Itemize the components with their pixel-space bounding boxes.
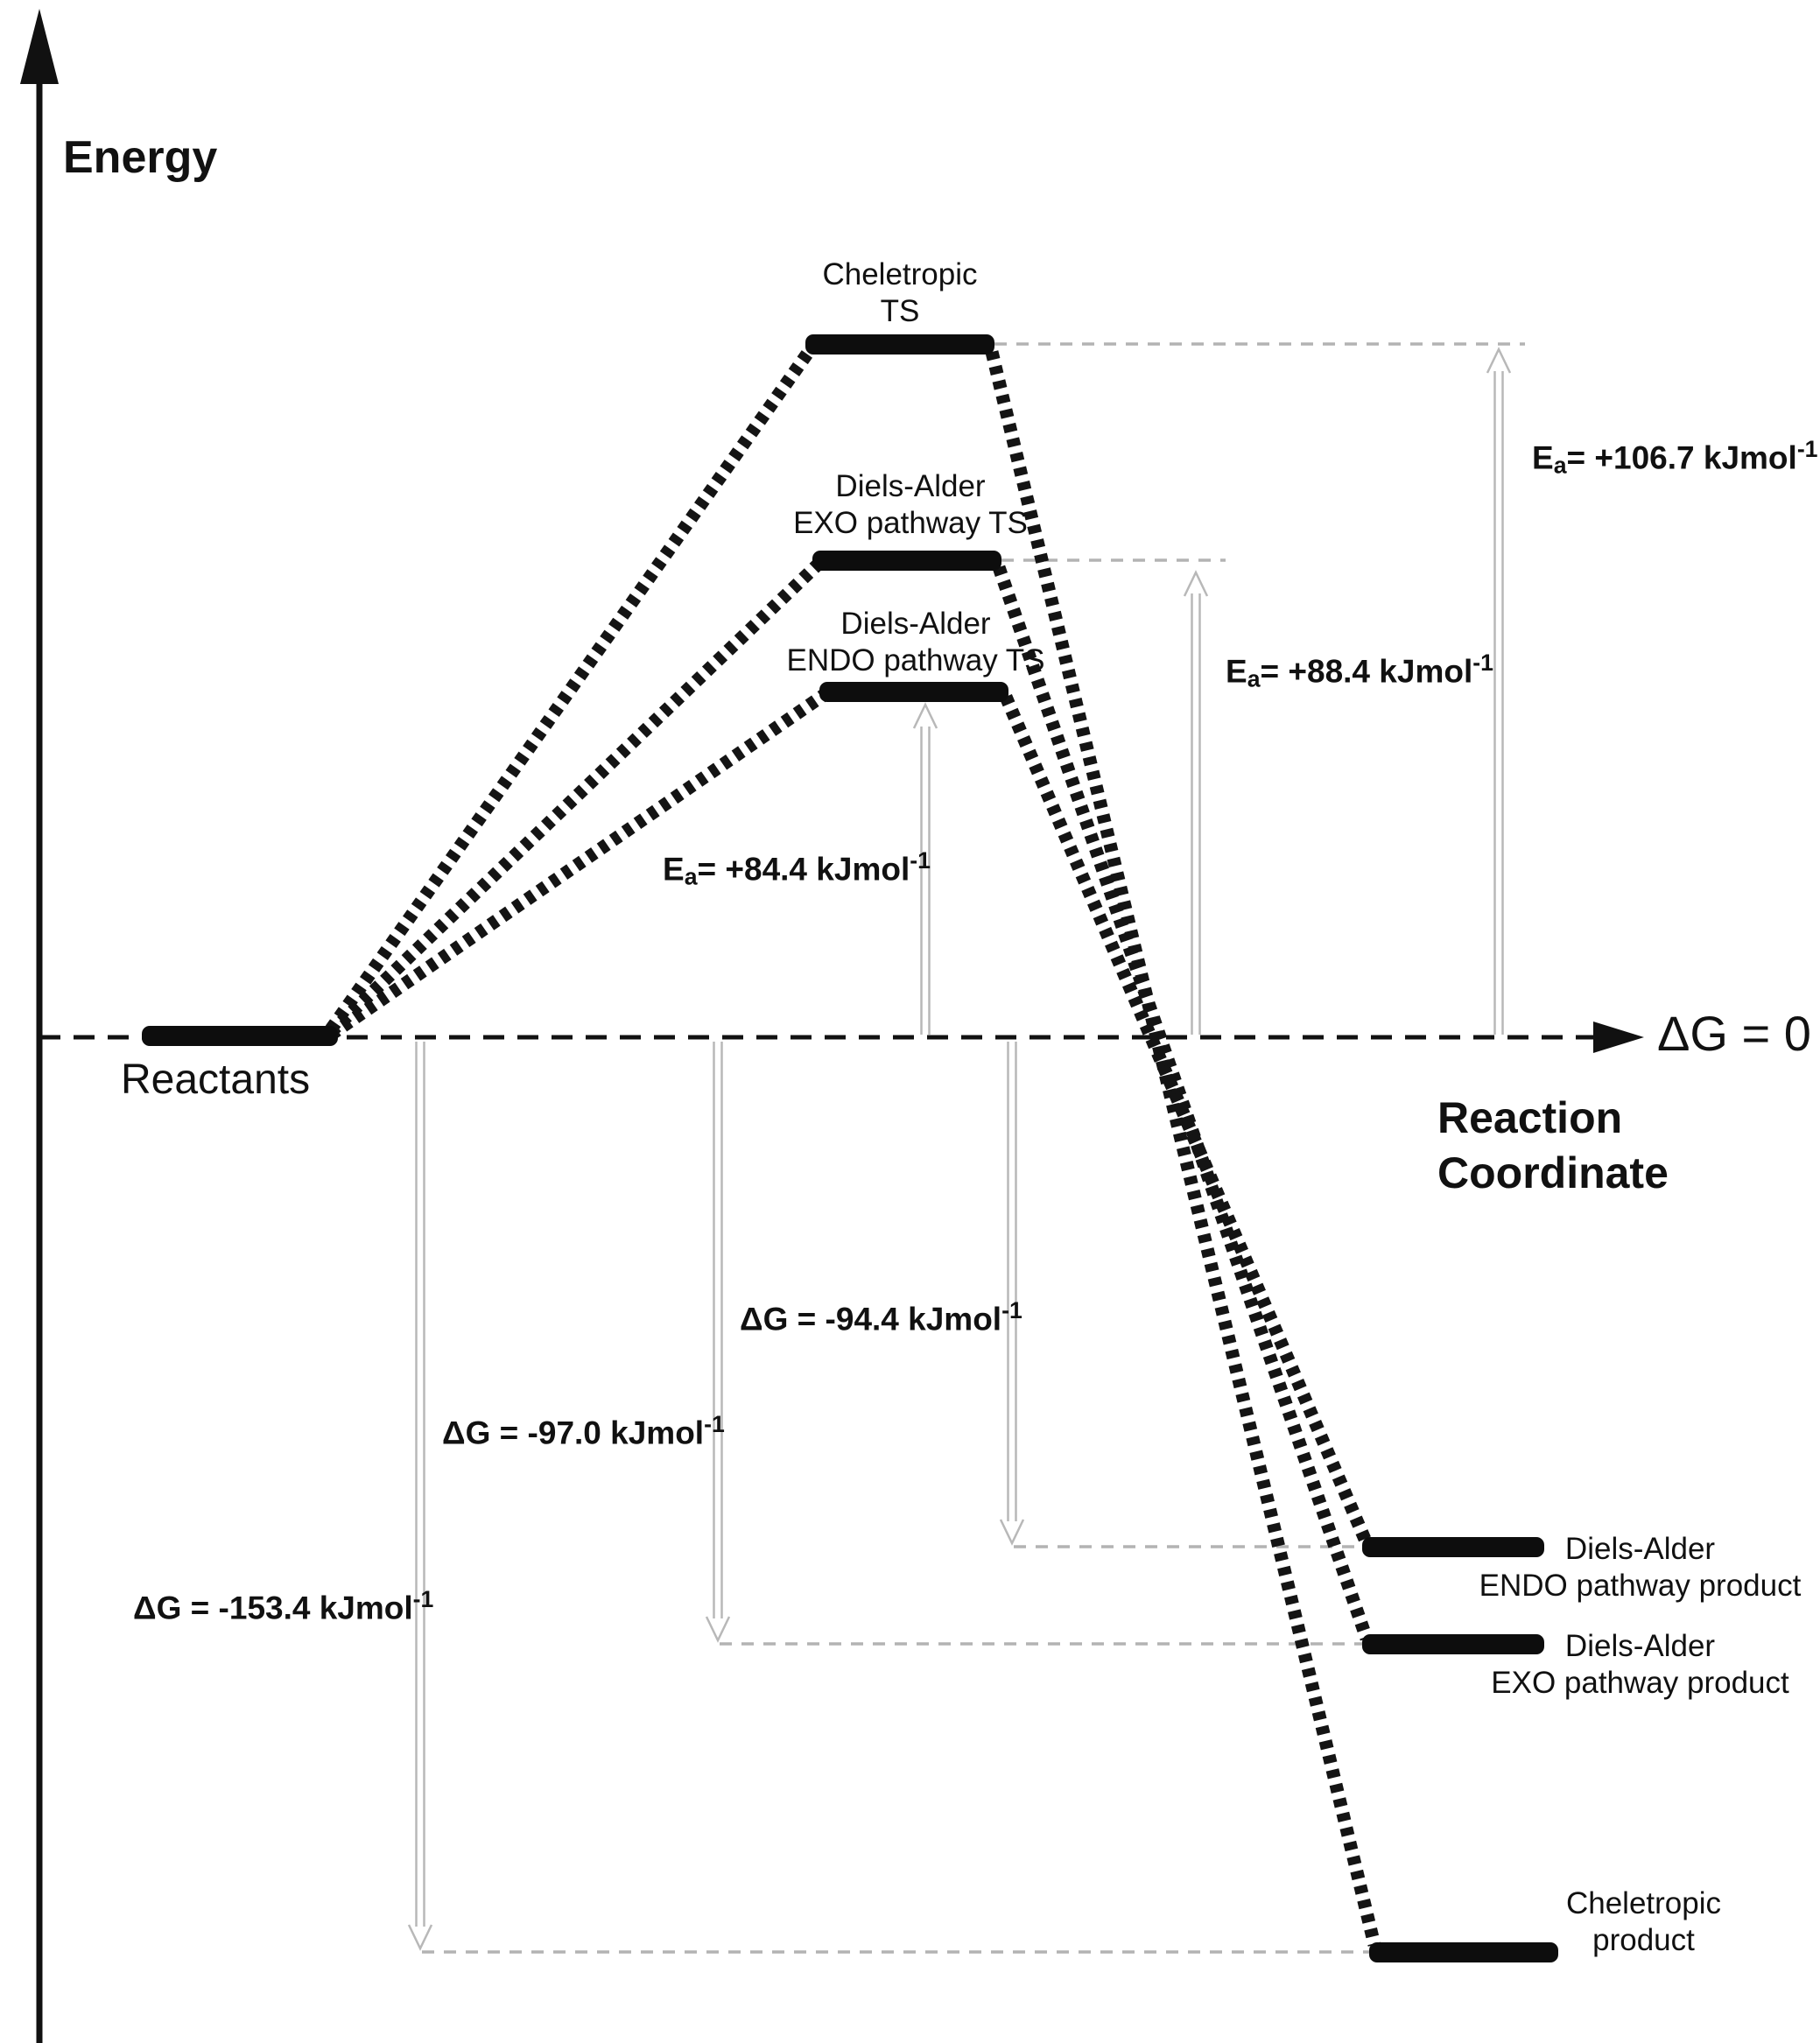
endo-product-label: Diels-Alder ENDO pathway product <box>1464 1531 1816 1604</box>
exo-ts-level-bar <box>812 551 1001 571</box>
connector-exo-ts-to-product <box>992 565 1374 1641</box>
ea-endo-body: = +84.4 kJmol <box>697 851 910 888</box>
cheletropic-product-label-line2: product <box>1592 1923 1695 1957</box>
exo-product-level-bar <box>1362 1634 1544 1654</box>
reaction-coordinate-label: Reaction Coordinate <box>1437 1091 1669 1201</box>
ea-exo-label: Ea= +88.4 kJmol-1 <box>1226 649 1493 693</box>
ea-exo-arrow <box>1183 570 1209 1035</box>
dg-endo-label: ΔG = -94.4 kJmol-1 <box>740 1297 1022 1337</box>
exo-product-label-line2: EXO pathway product <box>1491 1666 1789 1700</box>
endo-ts-label-line2: ENDO pathway TS <box>786 643 1045 677</box>
exo-ts-label-line1: Diels-Alder <box>835 469 986 503</box>
connector-reactants-to-cheletropic-ts <box>325 346 816 1034</box>
dg-exo-body: ΔG = -97.0 kJmol <box>442 1415 705 1451</box>
energy-axis <box>20 9 59 2043</box>
ea-endo-label: Ea= +84.4 kJmol-1 <box>663 847 931 891</box>
dg-exo-label: ΔG = -97.0 kJmol-1 <box>442 1411 725 1451</box>
dg-exo-superscript: -1 <box>704 1411 725 1437</box>
exo-product-label-line1: Diels-Alder <box>1564 1629 1716 1663</box>
dg-cheletropic-superscript: -1 <box>412 1586 434 1612</box>
energy-axis-label: Energy <box>63 132 218 183</box>
cheletropic-product-label-line1: Cheletropic <box>1565 1886 1722 1920</box>
cheletropic-ts-label-line2: TS <box>880 294 920 328</box>
dg-cheletropic-label: ΔG = -153.4 kJmol-1 <box>133 1586 433 1626</box>
ea-exo-prefix: E <box>1226 653 1247 690</box>
cheletropic-product-level-bar <box>1369 1942 1558 1962</box>
reaction-coordinate-line2: Coordinate <box>1437 1148 1669 1197</box>
reactants-level-bar <box>142 1026 338 1046</box>
endo-product-label-line1: Diels-Alder <box>1564 1532 1716 1566</box>
cheletropic-product-label: Cheletropic product <box>1471 1885 1816 1959</box>
ea-endo-arrow <box>912 702 938 1035</box>
endo-ts-level-bar <box>819 682 1008 702</box>
endo-ts-label: Diels-Alder ENDO pathway TS <box>741 606 1091 679</box>
connector-endo-ts-to-product <box>1000 694 1373 1546</box>
energy-levels <box>142 334 1558 1962</box>
delta-g-zero-label: ΔG = 0 <box>1657 1006 1811 1061</box>
ea-cheletropic-body: = +106.7 kJmol <box>1566 439 1797 476</box>
ea-endo-superscript: -1 <box>910 847 931 874</box>
ea-cheletropic-prefix: E <box>1532 439 1554 476</box>
ea-exo-superscript: -1 <box>1472 649 1493 676</box>
dg-endo-body: ΔG = -94.4 kJmol <box>740 1301 1002 1337</box>
ea-exo-subscript: a <box>1247 665 1261 692</box>
ea-endo-subscript: a <box>684 863 698 890</box>
exo-ts-label-line2: EXO pathway TS <box>793 506 1028 540</box>
endo-product-level-bar <box>1362 1537 1544 1557</box>
ea-cheletropic-arrow <box>1486 347 1512 1035</box>
endo-ts-label-line1: Diels-Alder <box>840 607 991 641</box>
energy-axis-arrowhead-icon <box>20 9 59 84</box>
cheletropic-ts-label-line1: Cheletropic <box>822 257 978 291</box>
dg-endo-superscript: -1 <box>1001 1297 1022 1323</box>
dg-endo-arrow <box>999 1042 1025 1546</box>
reaction-coordinate-line1: Reaction <box>1437 1093 1623 1142</box>
guide-lines <box>422 342 1525 1954</box>
connector-cheletropic-ts-to-product <box>985 350 1381 1947</box>
ea-exo-body: = +88.4 kJmol <box>1260 653 1473 690</box>
cheletropic-ts-level-bar <box>805 334 994 355</box>
dg-exo-arrow <box>705 1042 731 1643</box>
ea-cheletropic-label: Ea= +106.7 kJmol-1 <box>1532 436 1818 480</box>
cheletropic-ts-label: Cheletropic TS <box>725 256 1075 330</box>
ea-cheletropic-superscript: -1 <box>1796 436 1818 462</box>
endo-product-label-line2: ENDO pathway product <box>1479 1569 1802 1603</box>
baseline-arrowhead-icon <box>1593 1022 1644 1053</box>
dg-cheletropic-body: ΔG = -153.4 kJmol <box>133 1590 413 1626</box>
exo-ts-label: Diels-Alder EXO pathway TS <box>735 468 1086 542</box>
exo-product-label: Diels-Alder EXO pathway product <box>1464 1628 1816 1702</box>
reactants-label: Reactants <box>121 1057 311 1103</box>
reaction-path-connectors <box>325 346 1381 1947</box>
connector-reactants-to-endo-ts <box>327 689 828 1041</box>
ea-cheletropic-subscript: a <box>1553 452 1567 479</box>
ea-endo-prefix: E <box>663 851 685 888</box>
dg-cheletropic-arrow <box>407 1042 433 1951</box>
